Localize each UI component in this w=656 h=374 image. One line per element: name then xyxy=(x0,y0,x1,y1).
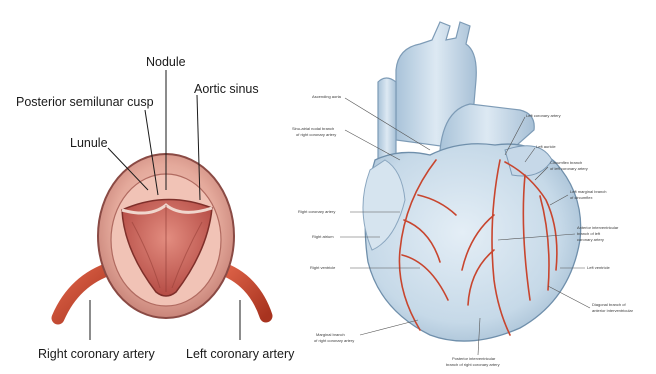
label-nodule: Nodule xyxy=(146,55,186,69)
label-posterior-semilunar-cusp: Posterior semilunar cusp xyxy=(16,95,154,109)
label-left-coronary-artery: Left coronary artery xyxy=(186,347,295,361)
label-anterior-interventricular-2: branch of left xyxy=(577,231,601,236)
right-coronary-artery-vessel xyxy=(58,268,112,318)
label-sinuatrial-branch-2: of right coronary artery xyxy=(296,132,336,137)
label-sinuatrial-branch: Sinu-atrial nodal branch xyxy=(292,126,334,131)
label-right-coronary: Right coronary artery xyxy=(298,209,335,214)
label-anterior-interventricular-3: coronary artery xyxy=(577,237,604,242)
label-lunule: Lunule xyxy=(70,136,108,150)
label-left-coronary: Left coronary artery xyxy=(526,113,561,118)
label-right-ventricle: Right ventricle xyxy=(310,265,336,270)
label-marginal-branch: Marginal branch xyxy=(316,332,345,337)
label-aortic-sinus: Aortic sinus xyxy=(194,82,259,96)
aortic-valve-figure: Nodule Posterior semilunar cusp Aortic s… xyxy=(16,55,295,361)
label-left-marginal-2: of circumflex xyxy=(570,195,592,200)
label-diagonal-2: anterior interventricular xyxy=(592,308,634,313)
label-left-marginal: Left marginal branch xyxy=(570,189,606,194)
label-marginal-branch-2: of right coronary artery xyxy=(314,338,354,343)
heart-figure: Ascending aorta Sinu-atrial nodal branch… xyxy=(292,22,634,367)
superior-vena-cava xyxy=(378,78,396,160)
label-right-coronary-artery: Right coronary artery xyxy=(38,347,155,361)
label-posterior-interventricular: Posterior interventricular xyxy=(452,356,496,361)
label-anterior-interventricular: Anterior interventricular xyxy=(577,225,619,230)
label-right-atrium: Right atrium xyxy=(312,234,334,239)
label-left-auricle: Left auricle xyxy=(536,144,556,149)
label-diagonal: Diagonal branch of xyxy=(592,302,626,307)
label-left-ventricle: Left ventricle xyxy=(587,265,610,270)
label-circumflex-2: of left coronary artery xyxy=(550,166,588,171)
label-circumflex: Circumflex branch xyxy=(550,160,582,165)
label-posterior-interventricular-2: branch of right coronary artery xyxy=(446,362,500,367)
label-ascending-aorta: Ascending aorta xyxy=(312,94,342,99)
